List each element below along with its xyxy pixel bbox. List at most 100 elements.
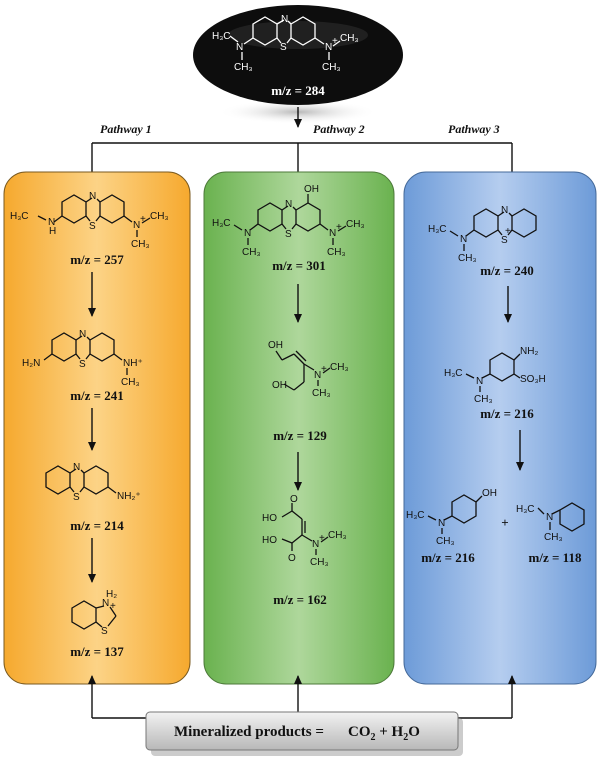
- svg-text:+: +: [505, 226, 511, 237]
- svg-text:H₃C: H₃C: [428, 224, 447, 235]
- mz-118: m/z = 118: [529, 550, 582, 565]
- svg-text:CH₃: CH₃: [346, 219, 365, 230]
- plus-sign: +: [501, 515, 508, 530]
- mz-137: m/z = 137: [70, 644, 124, 659]
- svg-text:O: O: [290, 494, 298, 505]
- svg-text:N: N: [438, 518, 445, 529]
- svg-text:H: H: [49, 226, 56, 237]
- svg-text:N: N: [285, 199, 292, 210]
- svg-text:CH₃: CH₃: [322, 62, 341, 73]
- svg-text:O: O: [288, 553, 296, 564]
- mineralized-label: Mineralized products =: [174, 724, 324, 740]
- svg-text:N: N: [460, 234, 467, 245]
- structure-214: N S NH₂⁺: [45, 462, 141, 503]
- mz-241: m/z = 241: [70, 388, 124, 403]
- svg-text:H₃C: H₃C: [10, 211, 29, 222]
- svg-text:N: N: [244, 228, 251, 239]
- svg-text:H₃C: H₃C: [444, 368, 463, 379]
- svg-text:H₃C: H₃C: [212, 31, 231, 42]
- svg-text:CH₃: CH₃: [474, 394, 493, 405]
- svg-text:+: +: [319, 533, 325, 544]
- svg-text:CH₃: CH₃: [340, 33, 359, 44]
- svg-text:S: S: [280, 42, 287, 53]
- svg-text:H₃C: H₃C: [406, 510, 425, 521]
- svg-text:OH: OH: [482, 488, 497, 499]
- mineralized-box: [145, 711, 459, 751]
- svg-text:CH₃: CH₃: [312, 388, 331, 399]
- methylene-blue-node: [193, 5, 403, 105]
- structure-129: OH OH N + CH₃ CH₃: [268, 340, 349, 399]
- svg-text:N: N: [312, 539, 319, 550]
- svg-text:N: N: [501, 205, 508, 216]
- structure-301: N S OH N H₃C CH₃ N + CH₃ CH₃: [212, 184, 365, 258]
- structure-216b: OH N H₃C CH₃: [406, 488, 497, 547]
- svg-text:N: N: [102, 598, 109, 609]
- svg-text:S: S: [79, 359, 86, 370]
- svg-text:CH₃: CH₃: [150, 211, 169, 222]
- svg-text:N: N: [329, 228, 336, 239]
- structure-257: N S N H H₃C N + CH₃ CH₃: [10, 191, 169, 250]
- svg-text:H₃C: H₃C: [212, 218, 231, 229]
- svg-text:CH₃: CH₃: [330, 362, 349, 373]
- svg-text:S: S: [285, 229, 292, 240]
- svg-text:N: N: [73, 462, 80, 473]
- svg-text:OH: OH: [268, 340, 283, 351]
- pathway3-panel: [403, 171, 597, 685]
- mz-216a: m/z = 216: [480, 406, 534, 421]
- mz-240: m/z = 240: [480, 263, 534, 278]
- mz-214: m/z = 214: [70, 518, 124, 533]
- svg-text:N: N: [314, 370, 321, 381]
- structure-216a: NH₂ SO₃H N H₃C CH₃: [444, 346, 546, 405]
- svg-text:OH: OH: [272, 380, 287, 391]
- svg-text:H₃C: H₃C: [516, 504, 535, 515]
- pathway1-panel: [3, 171, 191, 685]
- svg-text:NH₂: NH₂: [520, 346, 538, 357]
- svg-text:CH₃: CH₃: [328, 530, 347, 541]
- svg-text:+: +: [332, 36, 338, 47]
- svg-text:SO₃H: SO₃H: [520, 374, 546, 385]
- svg-text:S: S: [73, 492, 80, 503]
- svg-text:CH₃: CH₃: [544, 532, 563, 543]
- mz-216b: m/z = 216: [421, 550, 475, 565]
- svg-text:+: +: [336, 222, 342, 233]
- mz-162: m/z = 162: [273, 592, 327, 607]
- svg-text:N: N: [89, 191, 96, 202]
- svg-text:S: S: [101, 626, 108, 637]
- structure-240: N S + N H₃C CH₃: [428, 205, 537, 264]
- pathway2-panel: [203, 171, 395, 685]
- svg-text:NH⁺: NH⁺: [123, 358, 143, 369]
- svg-text:OH: OH: [304, 184, 319, 195]
- top-mz: m/z = 284: [271, 83, 325, 98]
- svg-text:N: N: [48, 217, 55, 228]
- mineralized-formula: CO2 + H2O: [348, 724, 420, 743]
- svg-text:CH₃: CH₃: [234, 62, 253, 73]
- svg-text:CH₃: CH₃: [327, 247, 346, 258]
- svg-text:+: +: [110, 601, 116, 612]
- svg-text:CH₃: CH₃: [242, 247, 261, 258]
- svg-text:H₂N: H₂N: [22, 358, 40, 369]
- svg-text:N: N: [546, 512, 553, 523]
- mz-301: m/z = 301: [272, 258, 326, 273]
- pathway1-label: Pathway 1: [100, 122, 152, 136]
- svg-text:H₂: H₂: [106, 589, 117, 600]
- mz-257: m/z = 257: [70, 252, 124, 267]
- svg-text:+: +: [321, 364, 327, 375]
- svg-text:CH₃: CH₃: [436, 536, 455, 547]
- svg-text:NH₂⁺: NH₂⁺: [117, 491, 141, 502]
- mz-129: m/z = 129: [273, 428, 327, 443]
- structure-137: N H₂ + S: [71, 589, 117, 637]
- pathway3-label: Pathway 3: [448, 122, 500, 136]
- svg-text:CH₃: CH₃: [121, 377, 140, 388]
- svg-text:S: S: [501, 235, 508, 246]
- svg-text:CH₃: CH₃: [310, 557, 329, 568]
- svg-text:N: N: [281, 14, 288, 25]
- structure-241: N S H₂N NH⁺ CH₃: [22, 329, 143, 388]
- svg-text:N: N: [325, 42, 332, 53]
- svg-text:N: N: [79, 329, 86, 340]
- svg-text:CH₃: CH₃: [131, 239, 150, 250]
- svg-text:N: N: [133, 220, 140, 231]
- svg-text:+: +: [140, 214, 146, 225]
- svg-text:S: S: [89, 221, 96, 232]
- methylene-blue-structure: N S N H₃C CH₃ N + CH₃ CH₃: [212, 14, 359, 73]
